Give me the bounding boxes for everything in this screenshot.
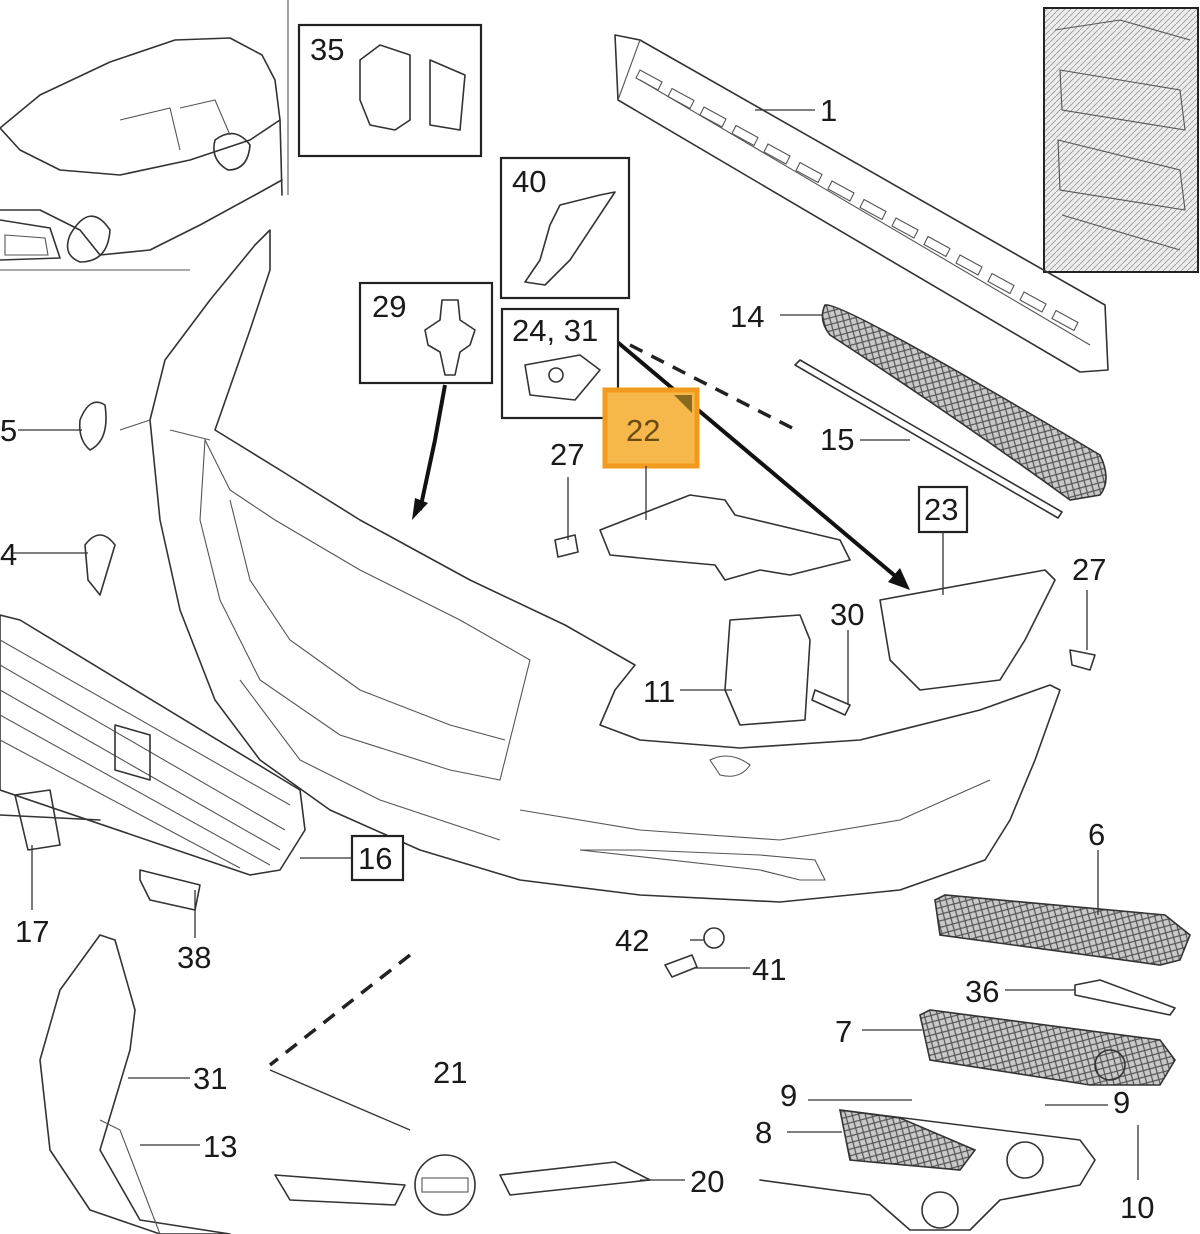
part-labels: 1 14 15 5 4 27 27 30 11 6 17 38 42 41 36… <box>0 93 1154 1225</box>
label-9-right: 9 <box>1113 1085 1130 1120</box>
part-38-clip <box>139 869 201 911</box>
label-5: 5 <box>0 413 17 448</box>
callout-23: 23 <box>917 485 969 534</box>
arrow-24-to-23 <box>613 338 902 582</box>
callout-16: 16 <box>350 834 405 882</box>
part-15-trim-strip <box>794 359 1063 519</box>
label-31: 31 <box>193 1061 227 1096</box>
part-17-emblem-bracket <box>0 789 101 851</box>
svg-text:22: 22 <box>626 413 660 448</box>
part-36-strip <box>1074 979 1176 1016</box>
callout-29: 29 <box>358 281 494 385</box>
part-16-front-grille <box>0 614 306 876</box>
svg-text:23: 23 <box>924 492 958 527</box>
label-27: 27 <box>550 437 584 472</box>
car-overview-illustration <box>0 0 289 271</box>
svg-text:16: 16 <box>358 841 392 876</box>
svg-text:24, 31: 24, 31 <box>512 313 598 348</box>
part-30-screw <box>811 689 851 716</box>
label-15: 15 <box>820 422 854 457</box>
label-9: 9 <box>780 1078 797 1113</box>
arrow-29-to-bumper <box>418 384 447 511</box>
callout-22-highlighted[interactable]: 22 <box>602 387 700 469</box>
part-1-absorber <box>614 34 1109 373</box>
part-13-spoiler <box>39 934 231 1234</box>
part-5-cap <box>78 401 107 451</box>
label-1: 1 <box>820 93 837 128</box>
svg-text:29: 29 <box>372 289 406 324</box>
part-41-screw <box>664 954 698 978</box>
part-21-bumper-cover <box>119 229 1061 903</box>
label-21: 21 <box>433 1055 467 1090</box>
label-6: 6 <box>1088 817 1105 852</box>
connection-dashed-line <box>629 343 801 434</box>
volvo-badge <box>414 1154 476 1216</box>
label-13: 13 <box>203 1129 237 1164</box>
part-7-fog-grille <box>919 1009 1176 1086</box>
part-14-lower-grille <box>821 304 1107 501</box>
label-14: 14 <box>730 299 764 334</box>
label-42: 42 <box>615 923 649 958</box>
label-41: 41 <box>752 952 786 987</box>
part-22-bracket <box>599 494 851 581</box>
part-6-fog-grille <box>934 894 1191 966</box>
part-27-screw-right <box>1069 649 1096 671</box>
callout-35: 35 <box>297 23 483 158</box>
label-30: 30 <box>830 597 864 632</box>
svg-text:40: 40 <box>512 164 546 199</box>
part-4-bracket <box>84 534 116 596</box>
label-38: 38 <box>177 940 211 975</box>
label-8: 8 <box>755 1115 772 1150</box>
callout-24-31: 24, 31 <box>500 307 620 420</box>
part-20-trim <box>499 1161 651 1196</box>
label-36: 36 <box>965 974 999 1009</box>
label-11: 11 <box>643 674 675 709</box>
part-trim-left <box>274 1174 406 1206</box>
overview-thumbnail <box>1043 7 1199 273</box>
connection-dashed-line-2 <box>268 953 412 1067</box>
label-7: 7 <box>835 1014 852 1049</box>
part-42-washer <box>703 927 725 949</box>
label-17: 17 <box>15 914 49 949</box>
label-10: 10 <box>1120 1190 1154 1225</box>
svg-text:35: 35 <box>310 32 344 67</box>
leader-lines <box>12 109 1139 1181</box>
part-27-screw <box>554 534 579 558</box>
part-11-bracket <box>724 614 811 726</box>
label-20: 20 <box>690 1164 724 1199</box>
label-4: 4 <box>0 537 17 572</box>
callout-40: 40 <box>499 156 631 300</box>
part-8-fog-grille-assembly <box>759 1109 1096 1231</box>
part-23-bracket <box>879 569 1056 691</box>
label-27-right: 27 <box>1072 552 1106 587</box>
